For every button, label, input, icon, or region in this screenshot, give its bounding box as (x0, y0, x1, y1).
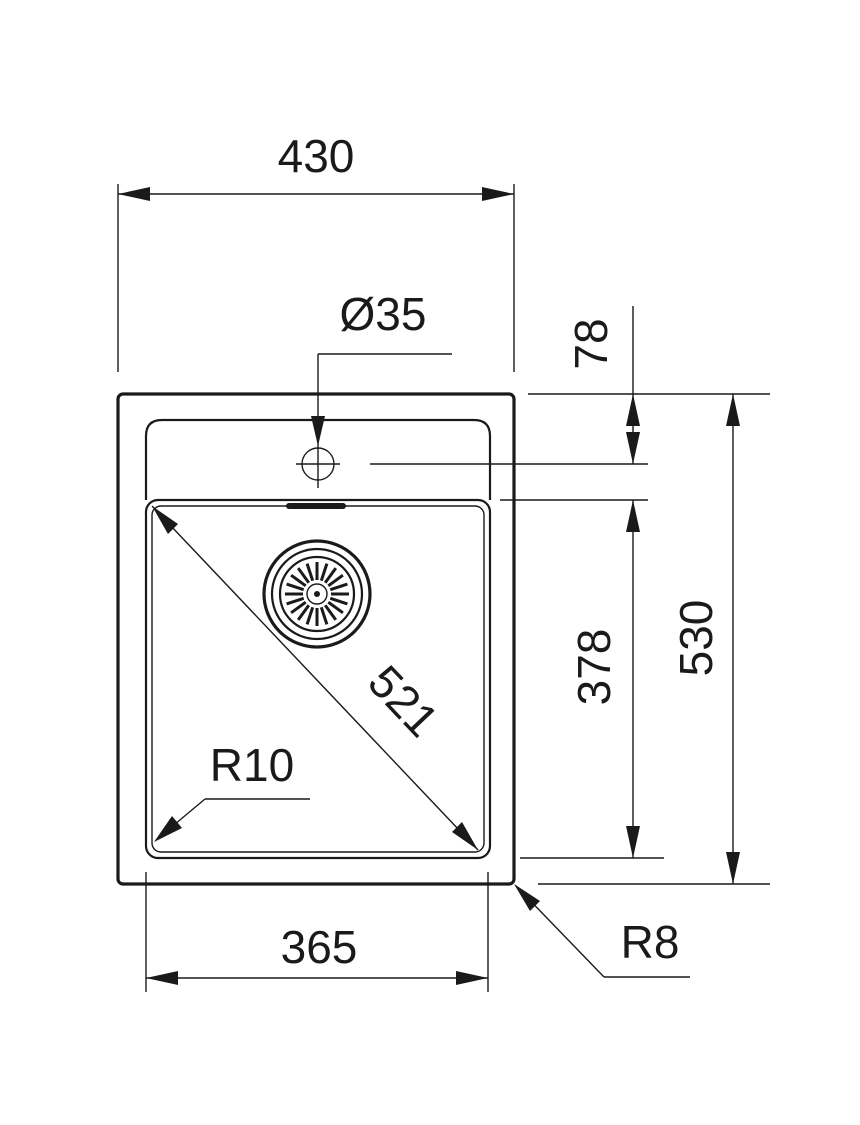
strainer-slot (290, 573, 307, 588)
strainer-slot (319, 606, 329, 625)
strainer-slot (286, 582, 305, 592)
strainer-slot (290, 600, 307, 615)
strainer-slot (296, 604, 311, 621)
overall-depth-label: 530 (670, 600, 722, 677)
inner-radius-label: R10 (210, 739, 294, 791)
tap-offset-label: 78 (565, 318, 617, 369)
bowl-width-label: 365 (281, 921, 358, 973)
dim-overall-depth: 530 (538, 394, 770, 885)
outer-radius-label: R8 (621, 916, 680, 968)
bowl-outline (144, 498, 492, 860)
sink-outline (116, 392, 516, 886)
sink-outer-rim (116, 392, 516, 886)
drain-strainer-icon (262, 539, 372, 649)
strainer-slot (327, 600, 344, 615)
tap-hole-label: Ø35 (340, 288, 427, 340)
bowl-depth-label: 378 (568, 629, 620, 706)
dim-bowl-width: 365 (145, 872, 489, 992)
dim-bowl-depth: 378 (500, 499, 664, 859)
dim-outer-radius: R8 (514, 884, 690, 978)
dim-inner-radius: R10 (154, 739, 310, 842)
strainer-slot (329, 582, 348, 592)
strainer-slot (296, 567, 311, 584)
overall-width-label: 430 (278, 130, 355, 182)
strainer-slot (323, 604, 338, 621)
dim-overall-width: 430 (117, 130, 515, 372)
overflow-slot (286, 503, 346, 509)
strainer-slot (319, 563, 329, 582)
tap-hole-icon (296, 442, 340, 488)
strainer-slot (305, 563, 315, 582)
dim-tap-offset: 78 (370, 306, 770, 465)
dim-tap-hole: Ø35 (311, 288, 452, 446)
diagonal-label: 521 (358, 655, 449, 746)
strainer-slot (305, 606, 315, 625)
strainer-slot (329, 596, 348, 606)
strainer-slot (323, 567, 338, 584)
strainer-slot (327, 573, 344, 588)
strainer-slot (286, 596, 305, 606)
